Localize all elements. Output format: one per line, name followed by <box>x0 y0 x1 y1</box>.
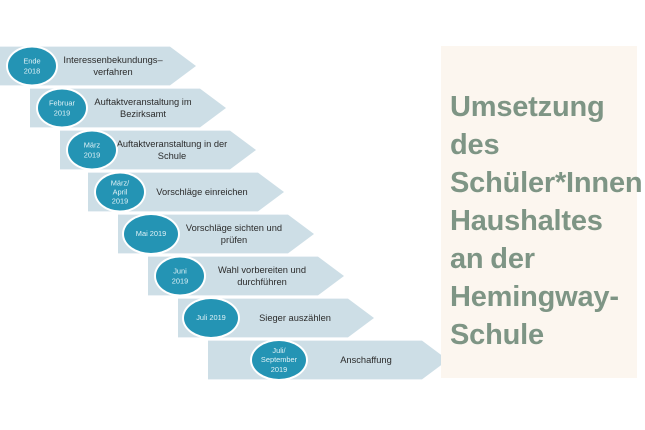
title-panel: Umsetzung des Schüler*Innen Haushaltes a… <box>441 46 643 378</box>
step-label: Auftaktveranstaltung im Bezirksamt <box>94 96 192 119</box>
step-label: Anschaffung <box>340 354 392 365</box>
step-label: Wahl vorbereiten und durchführen <box>217 264 307 287</box>
timeline-step-7[interactable]: Juli 2019 Sieger auszählen <box>178 296 374 340</box>
timeline-step-4[interactable]: März/ April 2019 Vorschläge einreichen <box>88 170 284 214</box>
date-badge: Juli/ September 2019 <box>250 339 308 381</box>
timeline-step-3[interactable]: März 2019 Auftaktveranstaltung in der Sc… <box>60 128 256 172</box>
date-badge: März/ April 2019 <box>94 171 146 213</box>
date-badge: Februar 2019 <box>36 87 88 129</box>
timeline-step-1[interactable]: Ende 2018 Interessenbekundungs– verfahre… <box>0 44 196 88</box>
timeline-step-5[interactable]: Mai 2019 Vorschläge sichten und prüfen <box>118 212 314 256</box>
page-title: Umsetzung des Schüler*Innen Haushaltes a… <box>450 91 643 351</box>
date-badge: Juni 2019 <box>154 255 206 297</box>
timeline-chart: Ende 2018 Interessenbekundungs– verfahre… <box>0 0 450 430</box>
timeline-step-2[interactable]: Februar 2019 Auftaktveranstaltung im Bez… <box>30 86 226 130</box>
timeline-step-8[interactable]: Juli/ September 2019 Anschaffung <box>208 338 448 382</box>
step-label: Vorschläge sichten und prüfen <box>185 222 283 245</box>
date-badge: März 2019 <box>66 129 118 171</box>
step-label: Auftaktveranstaltung in der Schule <box>116 138 228 161</box>
arrow-shape <box>208 338 448 382</box>
step-label: Vorschläge einreichen <box>156 186 248 197</box>
step-label: Sieger auszählen <box>259 312 331 323</box>
step-label: Interessenbekundungs– verfahren <box>63 54 163 77</box>
timeline-step-6[interactable]: Juni 2019 Wahl vorbereiten und durchführ… <box>148 254 344 298</box>
date-badge: Ende 2018 <box>6 45 58 87</box>
date-badge: Mai 2019 <box>122 213 180 255</box>
date-badge: Juli 2019 <box>182 297 240 339</box>
